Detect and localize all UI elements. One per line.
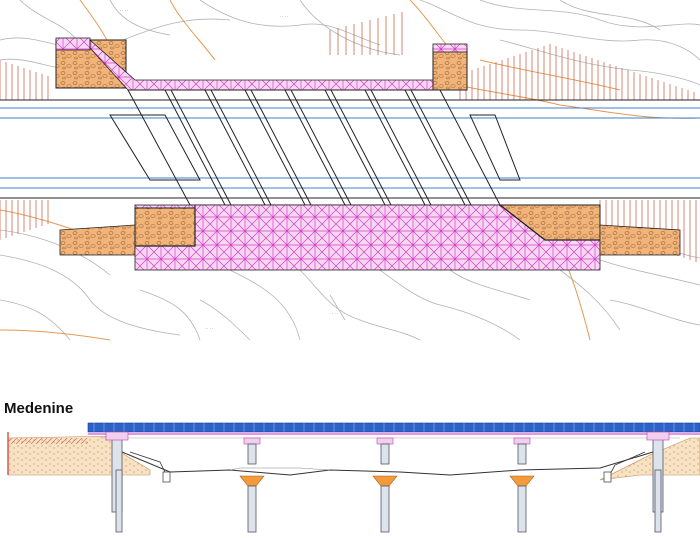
deck-ticks: [93, 423, 695, 432]
section-view: [7, 422, 700, 533]
pier-lines: [164, 89, 472, 206]
left-pile: [115, 469, 123, 533]
svg-text:·· ··: ·· ··: [120, 8, 128, 14]
right-embankment: [599, 437, 700, 481]
lower-abutment: [59, 204, 681, 271]
riverbed: [121, 451, 654, 476]
pier-2: [372, 437, 398, 533]
right-pile: [654, 469, 662, 533]
contour-lines: [0, 0, 700, 341]
piers: [239, 437, 535, 533]
svg-text:·· ··: ·· ··: [280, 14, 288, 20]
plan-view: ·· ·· ·· ·· ·· ·· ·· ··: [0, 0, 700, 341]
pier-1: [239, 437, 265, 533]
pier-3: [509, 437, 535, 533]
svg-text:·· ··: ·· ··: [205, 326, 213, 332]
upper-abutment: [55, 37, 468, 91]
road-lines: [0, 99, 700, 199]
section-label: Medenine: [4, 400, 74, 417]
svg-text:·· ··: ·· ··: [330, 311, 338, 317]
contour-marks: ·· ·· ·· ·· ·· ·· ·· ··: [120, 8, 338, 332]
